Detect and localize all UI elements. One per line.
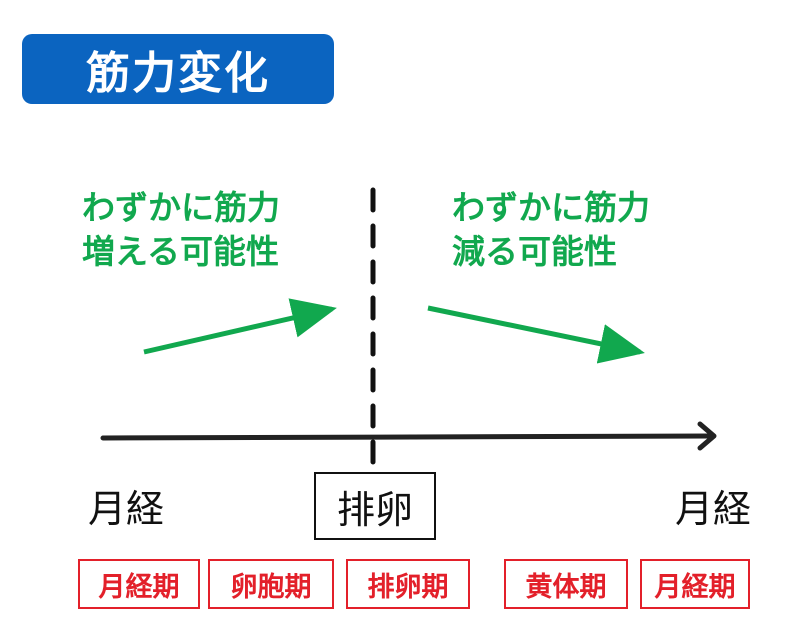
phase-label: 月経期	[654, 571, 736, 603]
phase-follicular: 卵胞期	[208, 559, 334, 609]
timeline-axis	[100, 433, 715, 441]
increase-note: わずかに筋力 増える可能性	[82, 186, 280, 274]
phase-menstrual-next: 月経期	[640, 559, 750, 609]
decrease-note-line2: 減る可能性	[452, 232, 617, 271]
decrease-note-line1: わずかに筋力	[452, 188, 650, 227]
phase-label: 黄体期	[525, 571, 607, 603]
timeline-start-label: 月経	[88, 487, 165, 531]
phase-menstrual: 月経期	[78, 559, 200, 609]
ovulation-label-box: 排卵	[314, 472, 436, 540]
page-title: 筋力変化	[86, 48, 270, 99]
timeline-arrowhead-icon	[697, 421, 717, 451]
decrease-note: わずかに筋力 減る可能性	[452, 186, 650, 274]
increase-arrow-icon	[143, 298, 337, 355]
phase-label: 卵胞期	[230, 571, 312, 603]
increase-note-line1: わずかに筋力	[82, 188, 280, 227]
phase-label: 排卵期	[367, 571, 449, 603]
increase-note-line2: 増える可能性	[82, 232, 280, 271]
ovulation-label: 排卵	[336, 487, 413, 532]
phase-luteal: 黄体期	[504, 559, 628, 609]
decrease-arrow-icon	[427, 305, 645, 364]
title-badge: 筋力変化	[22, 34, 334, 104]
phase-ovulatory: 排卵期	[346, 559, 470, 609]
timeline-end-label: 月経	[675, 487, 752, 531]
phase-label: 月経期	[98, 571, 180, 603]
